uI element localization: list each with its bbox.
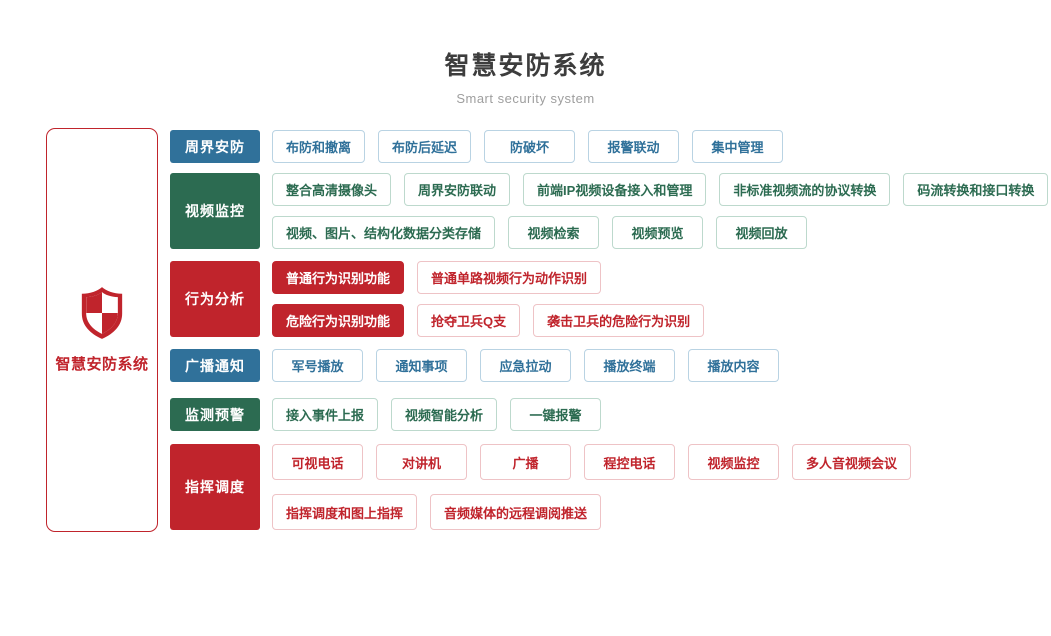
shield-icon xyxy=(81,287,123,339)
feature-item: 整合高清摄像头 xyxy=(272,173,392,206)
feature-item: 播放终端 xyxy=(584,349,675,382)
feature-item: 普通单路视频行为动作识别 xyxy=(417,261,602,294)
page-title: 智慧安防系统 xyxy=(444,52,607,80)
feature-item: 程控电话 xyxy=(584,444,675,480)
feature-item: 报警联动 xyxy=(588,130,680,163)
feature-item: 视频监控 xyxy=(688,444,779,480)
feature-item: 多人音视频会议 xyxy=(792,444,912,480)
feature-item: 前端IP视频设备接入和管理 xyxy=(523,173,707,206)
group-header: 视频监控 xyxy=(170,173,260,249)
feature-item: 视频预览 xyxy=(612,216,704,249)
feature-item: 视频、图片、结构化数据分类存储 xyxy=(272,216,496,249)
feature-item: 视频智能分析 xyxy=(391,398,498,431)
root-node-label: 智慧安防系统 xyxy=(55,356,149,373)
feature-item: 布防和撤离 xyxy=(272,130,366,163)
feature-group: 行为分析普通行为识别功能普通单路视频行为动作识别危险行为识别功能抢夺卫兵Q支袭击… xyxy=(170,261,1000,337)
group-item-rows: 军号播放通知事项应急拉动播放终端播放内容 xyxy=(272,349,779,382)
feature-item: 可视电话 xyxy=(272,444,363,480)
feature-item: 袭击卫兵的危险行为识别 xyxy=(533,304,705,337)
feature-group: 视频监控整合高清摄像头周界安防联动前端IP视频设备接入和管理非标准视频流的协议转… xyxy=(170,173,1049,249)
feature-item: 播放内容 xyxy=(688,349,779,382)
feature-item: 军号播放 xyxy=(272,349,363,382)
feature-group: 广播通知军号播放通知事项应急拉动播放终端播放内容 xyxy=(170,349,1000,382)
feature-groups: 周界安防布防和撤离布防后延迟防破坏报警联动集中管理视频监控整合高清摄像头周界安防… xyxy=(170,130,1049,530)
feature-item: 集中管理 xyxy=(692,130,784,163)
item-row: 危险行为识别功能抢夺卫兵Q支袭击卫兵的危险行为识别 xyxy=(272,304,705,337)
feature-item: 防破坏 xyxy=(484,130,576,163)
feature-item: 一键报警 xyxy=(510,398,602,431)
item-row: 指挥调度和图上指挥音频媒体的远程调阅推送 xyxy=(272,494,911,530)
feature-item: 接入事件上报 xyxy=(272,398,379,431)
feature-group: 监测预警接入事件上报视频智能分析一键报警 xyxy=(170,398,1000,431)
feature-item: 布防后延迟 xyxy=(378,130,472,163)
feature-item: 应急拉动 xyxy=(480,349,571,382)
group-item-rows: 普通行为识别功能普通单路视频行为动作识别危险行为识别功能抢夺卫兵Q支袭击卫兵的危… xyxy=(272,261,705,337)
feature-item: 广播 xyxy=(480,444,571,480)
group-item-rows: 整合高清摄像头周界安防联动前端IP视频设备接入和管理非标准视频流的协议转换码流转… xyxy=(272,173,1049,249)
group-item-rows: 可视电话对讲机广播程控电话视频监控多人音视频会议指挥调度和图上指挥音频媒体的远程… xyxy=(272,444,912,530)
group-header: 指挥调度 xyxy=(170,444,260,530)
feature-item: 抢夺卫兵Q支 xyxy=(417,304,521,337)
item-row: 整合高清摄像头周界安防联动前端IP视频设备接入和管理非标准视频流的协议转换码流转… xyxy=(272,173,1049,206)
item-row: 普通行为识别功能普通单路视频行为动作识别 xyxy=(272,261,704,294)
page-subtitle: Smart security system xyxy=(456,91,595,106)
feature-item: 通知事项 xyxy=(376,349,467,382)
group-header: 周界安防 xyxy=(170,130,260,163)
group-header: 行为分析 xyxy=(170,261,260,337)
item-row: 视频、图片、结构化数据分类存储视频检索视频预览视频回放 xyxy=(272,216,1048,249)
group-header: 广播通知 xyxy=(170,349,260,382)
item-row: 可视电话对讲机广播程控电话视频监控多人音视频会议 xyxy=(272,444,912,480)
item-row: 军号播放通知事项应急拉动播放终端播放内容 xyxy=(272,349,779,382)
feature-item: 视频回放 xyxy=(716,216,808,249)
page-header: 智慧安防系统 Smart security system xyxy=(0,46,1051,106)
feature-item: 指挥调度和图上指挥 xyxy=(272,494,418,530)
feature-item: 音频媒体的远程调阅推送 xyxy=(430,494,602,530)
feature-group: 周界安防布防和撤离布防后延迟防破坏报警联动集中管理 xyxy=(170,130,1000,163)
feature-group: 指挥调度可视电话对讲机广播程控电话视频监控多人音视频会议指挥调度和图上指挥音频媒… xyxy=(170,444,1000,530)
feature-item: 视频检索 xyxy=(508,216,600,249)
subgroup-header: 普通行为识别功能 xyxy=(272,261,405,294)
item-row: 布防和撤离布防后延迟防破坏报警联动集中管理 xyxy=(272,130,784,163)
feature-item: 非标准视频流的协议转换 xyxy=(719,173,891,206)
feature-item: 周界安防联动 xyxy=(404,173,511,206)
item-row: 接入事件上报视频智能分析一键报警 xyxy=(272,398,602,431)
subgroup-header: 危险行为识别功能 xyxy=(272,304,405,337)
group-item-rows: 布防和撤离布防后延迟防破坏报警联动集中管理 xyxy=(272,130,784,163)
group-item-rows: 接入事件上报视频智能分析一键报警 xyxy=(272,398,602,431)
root-node-card: 智慧安防系统 xyxy=(46,128,158,532)
feature-item: 码流转换和接口转换 xyxy=(903,173,1049,206)
feature-item: 对讲机 xyxy=(376,444,467,480)
group-header: 监测预警 xyxy=(170,398,260,431)
